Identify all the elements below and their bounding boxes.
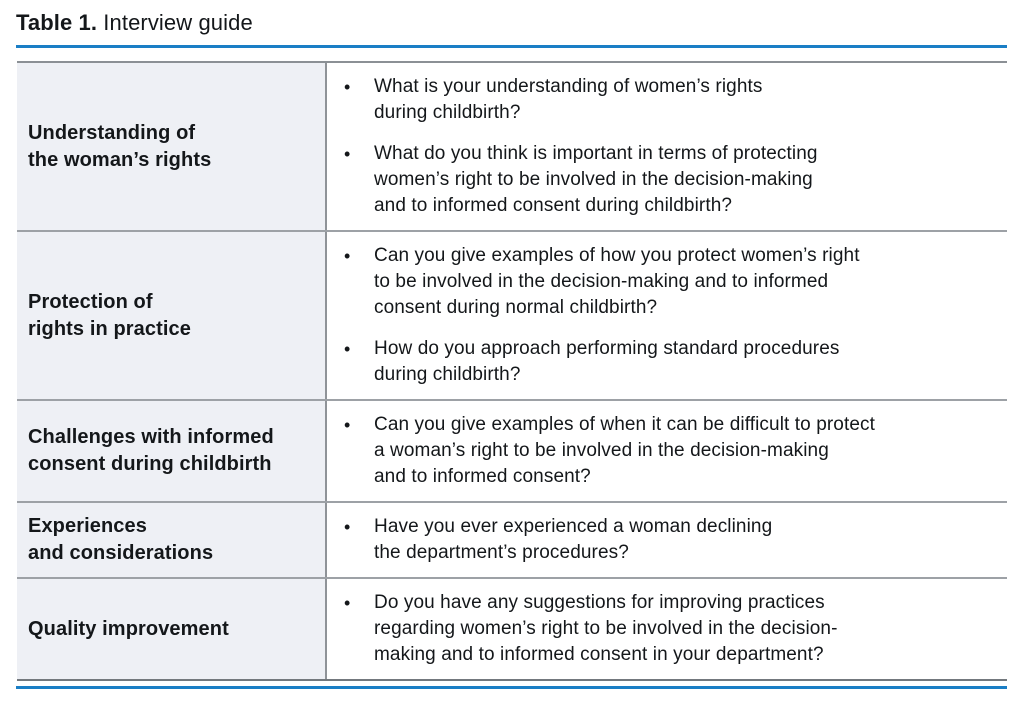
category-label-cell: Quality improvement bbox=[17, 579, 327, 679]
question-item: • How do you approach performing standard… bbox=[343, 336, 997, 388]
bullet-icon: • bbox=[344, 144, 351, 164]
question-text: Do you have any suggestions for improvin… bbox=[374, 592, 838, 665]
question-item: • Have you ever experienced a woman decli… bbox=[343, 514, 997, 566]
top-accent-rule bbox=[16, 45, 1007, 48]
table-number: Table 1. bbox=[16, 10, 98, 35]
bullet-icon: • bbox=[344, 246, 351, 266]
questions-cell: • What is your understanding of women’s r… bbox=[327, 63, 1007, 230]
bottom-accent-rule bbox=[16, 686, 1007, 689]
questions-cell: • Have you ever experienced a woman decli… bbox=[327, 503, 1007, 577]
question-text: What do you think is important in terms … bbox=[374, 143, 818, 216]
question-item: • Do you have any suggestions for improvi… bbox=[343, 590, 997, 668]
question-text: Have you ever experienced a woman declin… bbox=[374, 516, 773, 563]
question-item: • Can you give examples of how you protec… bbox=[343, 243, 997, 321]
question-text: Can you give examples of when it can be … bbox=[374, 414, 875, 487]
questions-cell: • Can you give examples of when it can be… bbox=[327, 401, 1007, 501]
table-row: Quality improvement • Do you have any sugg… bbox=[17, 577, 1007, 679]
bullet-icon: • bbox=[344, 517, 351, 537]
category-label: Quality improvement bbox=[28, 617, 229, 640]
bullet-icon: • bbox=[344, 77, 351, 97]
question-text: How do you approach performing standard … bbox=[374, 338, 840, 385]
question-item: • What do you think is important in terms… bbox=[343, 141, 997, 219]
bullet-icon: • bbox=[344, 415, 351, 435]
questions-cell: • Can you give examples of how you protec… bbox=[327, 232, 1007, 399]
questions-cell: • Do you have any suggestions for improvi… bbox=[327, 579, 1007, 679]
question-text: What is your understanding of women’s ri… bbox=[374, 76, 763, 123]
table-title: Table 1. Interview guide bbox=[16, 9, 253, 37]
table-caption: Interview guide bbox=[97, 10, 253, 35]
bullet-icon: • bbox=[344, 593, 351, 613]
bullet-icon: • bbox=[344, 339, 351, 359]
question-text: Can you give examples of how you protect… bbox=[374, 245, 860, 318]
question-item: • Can you give examples of when it can be… bbox=[343, 412, 997, 490]
question-item: • What is your understanding of women’s r… bbox=[343, 74, 997, 126]
